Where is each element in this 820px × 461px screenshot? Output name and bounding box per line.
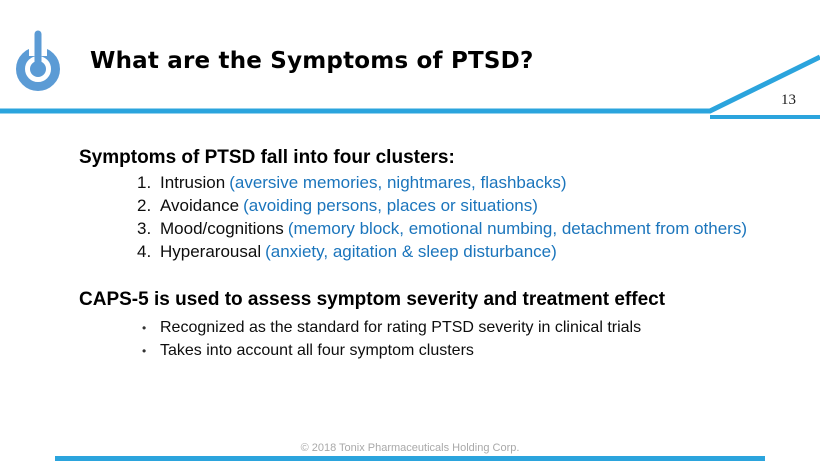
item-detail: (aversive memories, nightmares, flashbac… — [229, 173, 567, 192]
list-item: • Recognized as the standard for rating … — [142, 317, 794, 340]
slide-body: Symptoms of PTSD fall into four clusters… — [79, 146, 794, 362]
item-text: Hyperarousal(anxiety, agitation & sleep … — [160, 241, 557, 263]
caps-heading: CAPS-5 is used to assess symptom severit… — [79, 289, 666, 310]
bullet-text: Recognized as the standard for rating PT… — [160, 319, 642, 336]
item-detail: (avoiding persons, places or situations) — [243, 196, 538, 215]
slide-title: What are the Symptoms of PTSD? — [90, 48, 534, 74]
bottom-accent-bar — [55, 456, 765, 461]
item-number: 3. — [137, 219, 152, 238]
clusters-heading: Symptoms of PTSD fall into four clusters… — [79, 147, 455, 168]
item-detail: (memory block, emotional numbing, detach… — [287, 219, 748, 238]
list-item: 4. Hyperarousal(anxiety, agitation & sle… — [137, 241, 794, 263]
footer-copyright: © 2018 Tonix Pharmaceuticals Holding Cor… — [300, 442, 520, 454]
bullet-text: Takes into account all four symptom clus… — [160, 341, 474, 359]
caps-section: CAPS-5 is used to assess symptom severit… — [79, 288, 794, 362]
item-number: 4. — [137, 242, 152, 261]
bullet-icon: • — [142, 343, 147, 358]
item-text: Avoidance(avoiding persons, places or si… — [160, 195, 538, 217]
cluster-list: 1. Intrusion(aversive memories, nightmar… — [137, 172, 794, 263]
caps-bullet-list: • Recognized as the standard for rating … — [142, 317, 794, 362]
item-term: Avoidance — [160, 196, 240, 215]
item-number: 1. — [137, 173, 152, 192]
list-item: 1. Intrusion(aversive memories, nightmar… — [137, 172, 794, 194]
item-detail: (anxiety, agitation & sleep disturbance) — [265, 242, 557, 261]
list-item: 3. Mood/cognitions(memory block, emotion… — [137, 218, 794, 240]
list-item: 2. Avoidance(avoiding persons, places or… — [137, 195, 794, 217]
item-text: Intrusion(aversive memories, nightmares,… — [160, 172, 566, 194]
power-button-logo-icon — [16, 30, 60, 91]
item-term: Hyperarousal — [160, 242, 262, 261]
bullet-icon: • — [142, 321, 147, 335]
page-number: 13 — [781, 92, 796, 108]
item-text: Mood/cognitions(memory block, emotional … — [160, 218, 747, 240]
list-item: • Takes into account all four symptom cl… — [142, 340, 794, 363]
item-term: Mood/cognitions — [160, 219, 284, 238]
item-number: 2. — [137, 196, 152, 215]
item-term: Intrusion — [160, 173, 226, 192]
